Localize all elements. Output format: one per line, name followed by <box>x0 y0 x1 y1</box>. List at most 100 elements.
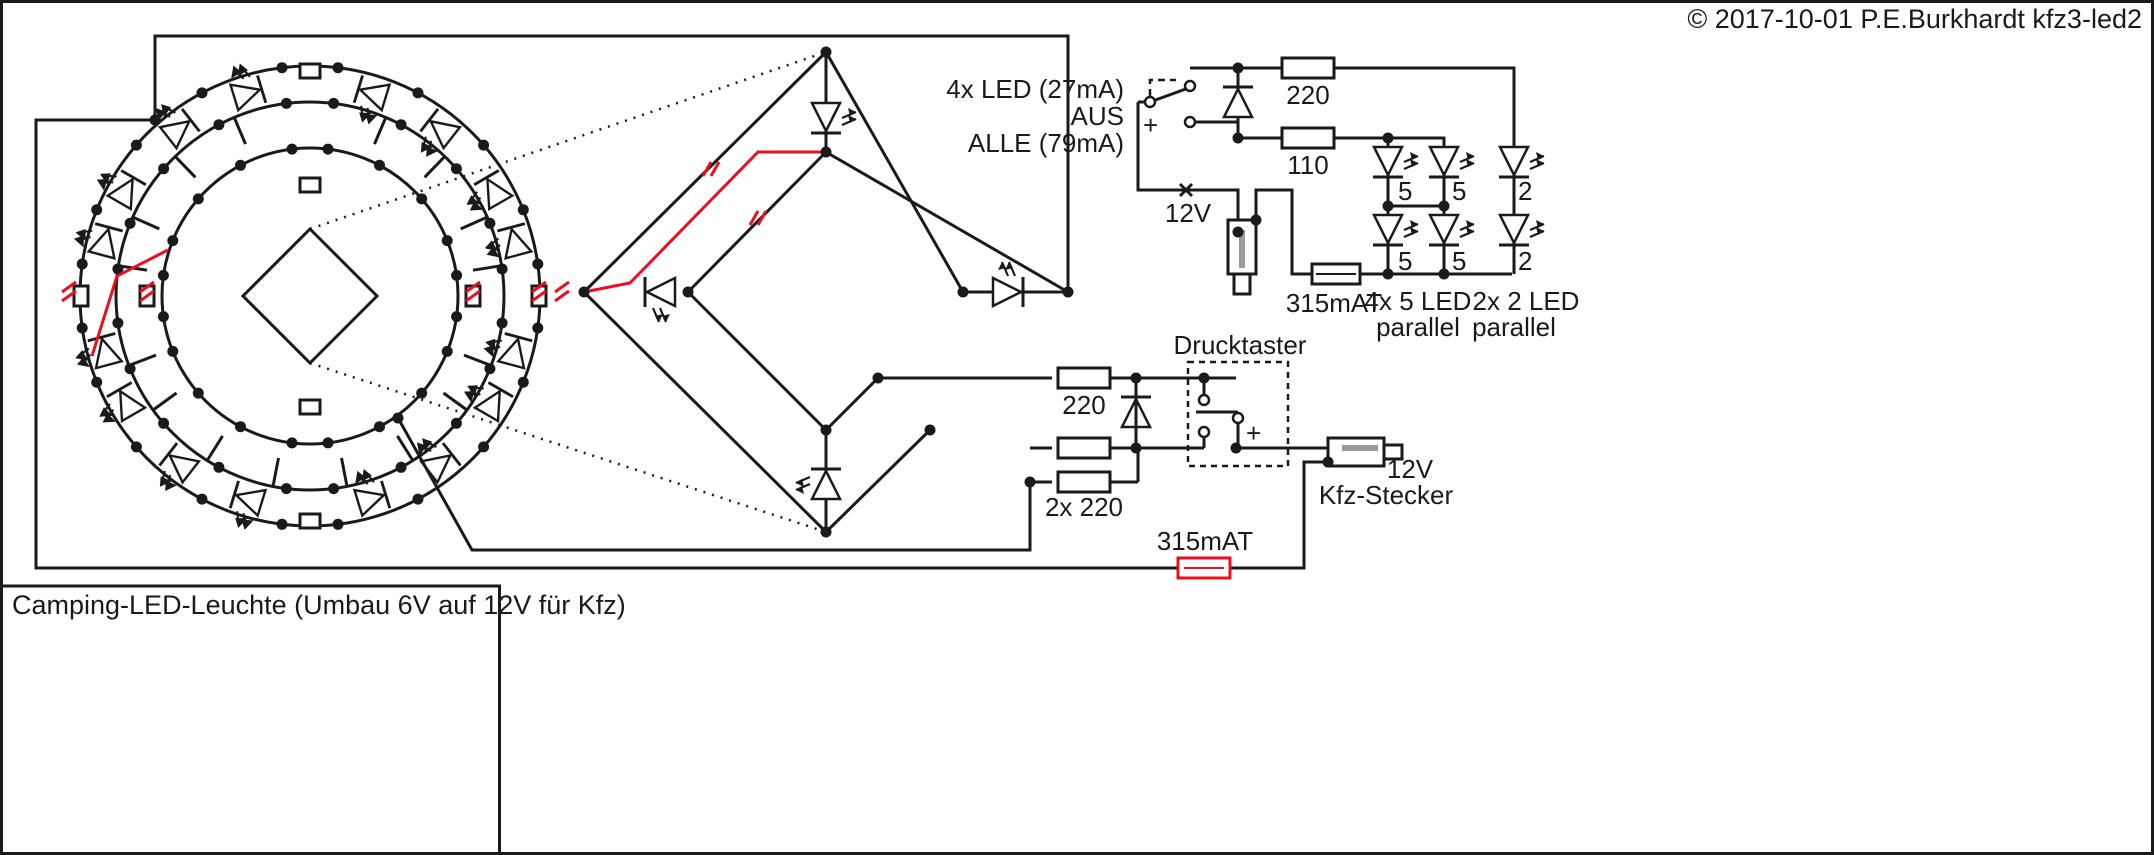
switch-label-aus: AUS <box>1071 101 1124 131</box>
ring-junction-dot <box>112 263 124 275</box>
ring-junction-dot <box>395 119 407 131</box>
ring-junction-dot <box>280 97 292 109</box>
ring-led <box>95 163 146 209</box>
diagram-title: Camping-LED-Leuchte (Umbau 6V auf 12V fü… <box>12 590 626 620</box>
label-r110: 110 <box>1287 150 1328 180</box>
drucktaster-contacts <box>1197 393 1245 439</box>
ring-junction-dot <box>328 97 340 109</box>
label-group5-line1: 4x 5 LED <box>1365 286 1472 316</box>
ring-junction-dot <box>130 139 142 151</box>
ring-junction-dot <box>157 311 169 323</box>
ring-spoke <box>271 457 280 487</box>
switch-label-4led: 4x LED (27mA) <box>946 74 1124 104</box>
ring-junction-dot <box>213 119 225 131</box>
ring-junction-dot <box>496 317 508 329</box>
ring-junction-dot <box>517 204 529 216</box>
ring-junction-dot <box>478 139 490 151</box>
protection-diode-top <box>1221 85 1255 119</box>
ring-spoke <box>340 457 349 487</box>
ring-junction-dot <box>532 258 544 270</box>
ring-junction-dot <box>235 159 246 171</box>
switch-label-alle: ALLE (79mA) <box>968 128 1124 158</box>
ring-junction-dot <box>322 143 334 155</box>
ring-junction-dot <box>91 376 103 388</box>
resistor-2x220-b <box>1056 470 1112 494</box>
ring-junction-dot <box>412 87 424 99</box>
resistor-2x220-a <box>1056 436 1112 460</box>
ring-junction-dot <box>286 143 298 155</box>
ring-spoke <box>472 264 502 272</box>
ring-junction-dot <box>124 363 136 375</box>
ring-spoke <box>232 116 247 145</box>
magnified-leds <box>645 103 1023 499</box>
ring-junction-dot <box>196 493 208 505</box>
junction-dots <box>149 46 1450 538</box>
ring-spoke <box>396 435 415 462</box>
label-fuse-bottom: 315mAT <box>1157 526 1253 556</box>
ring-junction-dot <box>286 437 298 449</box>
ring-spoke <box>174 155 197 179</box>
ring-junction-dot <box>196 87 208 99</box>
ring-junction-dot <box>441 345 453 357</box>
label-r220-top: 220 <box>1286 80 1329 110</box>
ring-junction-dot <box>76 322 88 334</box>
resistor-110 <box>1280 126 1336 150</box>
label-drucktaster: Drucktaster <box>1174 330 1307 360</box>
ring-spoke <box>442 391 468 412</box>
ring-junction-dot <box>450 417 462 429</box>
socket-12v-top <box>1226 218 1258 296</box>
drucktaster-box <box>1186 360 1290 468</box>
copyright-text: © 2017-10-01 P.E.Burkhardt kfz3-led2 <box>1687 4 2142 34</box>
ring-junction-dot <box>276 62 288 74</box>
label-led5-a: 5 <box>1398 176 1412 206</box>
ring-junction-dot <box>124 217 136 229</box>
ring-junction-dot <box>478 441 490 453</box>
ring-junction-dot <box>532 322 544 334</box>
label-fuse-top: 315mAT <box>1286 288 1382 318</box>
ring-junction-dot <box>192 387 204 399</box>
ring-spoke <box>132 215 160 231</box>
ring-led <box>74 220 123 259</box>
label-group5-line2: parallel <box>1376 312 1460 342</box>
zoom-lines <box>309 50 827 534</box>
red-modifications <box>61 150 826 357</box>
ring-junction-dot <box>328 483 340 495</box>
label-led5-d: 5 <box>1452 246 1466 276</box>
ring-junction-dot <box>451 311 463 323</box>
ring-spoke <box>128 353 157 367</box>
ring-junction-dot <box>451 269 463 281</box>
ring-spoke <box>463 353 492 367</box>
ring-junction-dot <box>158 163 170 175</box>
ring-junction-dot <box>374 421 385 433</box>
label-led5-c: 5 <box>1398 246 1412 276</box>
ring-junction-dot <box>412 493 424 505</box>
switch-contacts <box>1143 79 1197 129</box>
resistor-220-top <box>1280 56 1336 80</box>
ring-spoke <box>152 391 178 412</box>
resistor-220-bottom <box>1056 366 1112 390</box>
ring-junction-dot <box>517 376 529 388</box>
ring-components <box>74 62 544 530</box>
ring-junction-dot <box>235 421 246 433</box>
label-led2-a: 2 <box>1518 176 1532 206</box>
ring-junction-dot <box>167 345 179 357</box>
ring-junction-dot <box>167 235 179 247</box>
chip-outline <box>240 226 380 366</box>
ring-junction-dot <box>76 258 88 270</box>
ring-junction-dot <box>322 437 334 449</box>
ring-spoke <box>373 116 388 145</box>
ring-spoke <box>460 215 488 231</box>
supply-wires <box>34 34 1328 570</box>
ring-junction-dot <box>332 62 344 74</box>
ring-junction-dot <box>91 204 103 216</box>
label-led2-b: 2 <box>1518 246 1532 276</box>
label-r2x220: 2x 220 <box>1045 492 1123 522</box>
label-group2-line1: 2x 2 LED <box>1473 286 1580 316</box>
ring-junction-dot <box>374 159 385 171</box>
plus-sign-bottom: + <box>1246 418 1261 448</box>
label-group2-line2: parallel <box>1472 312 1556 342</box>
kfz-plug <box>1326 436 1404 468</box>
ring-junction-dot <box>496 263 508 275</box>
